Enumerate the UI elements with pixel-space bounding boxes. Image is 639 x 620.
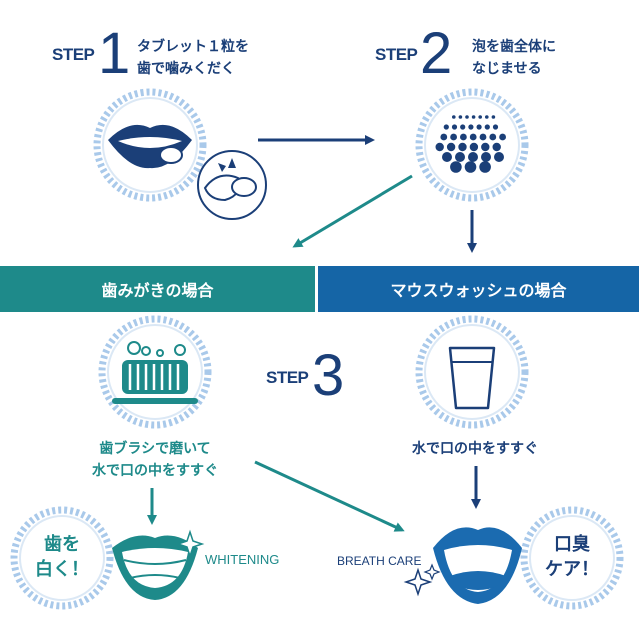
step3-number: 3 [312, 343, 345, 408]
foam-dot [491, 115, 496, 119]
left-badge-line1: 歯を [44, 534, 80, 555]
foam-dot [440, 133, 448, 141]
foam-dot [465, 115, 469, 119]
foam-dot [479, 133, 487, 141]
breath-care-label: BREATH CARE [337, 554, 422, 568]
step2-word: STEP [375, 45, 418, 64]
foam-dot [478, 115, 483, 119]
arrow-to-breathcare [254, 460, 405, 532]
smile-icon [433, 527, 522, 604]
foam-dot [468, 124, 474, 130]
foam-dot [458, 142, 467, 152]
foam-dots-icon [415, 88, 529, 202]
foam-dot [481, 142, 490, 152]
arrow-to-brushing [292, 174, 413, 248]
foam-dot [476, 124, 482, 130]
step1-text-line2: 歯で噛みくだく [137, 61, 235, 77]
sparkle-icon [175, 529, 205, 559]
mouthwash-caption: 水で口の中をすすぐ [412, 441, 538, 457]
right-badge-line2: ケア！ [545, 559, 599, 580]
step1-text-line1: タブレット１粒を [137, 39, 249, 55]
band-mouthwash: マウスウォッシュの場合 [318, 266, 639, 312]
step1-word: STEP [52, 45, 95, 64]
foam-dot [452, 115, 456, 119]
foam-dot [458, 115, 463, 119]
foam-dot [492, 142, 501, 152]
step2-number: 2 [420, 21, 453, 86]
step1-number: 1 [98, 21, 131, 86]
foam-dot [468, 152, 478, 162]
foam-dot [484, 124, 490, 130]
foam-dot [494, 152, 504, 162]
sparkle-icon [403, 563, 441, 597]
band-brushing: 歯みがきの場合 [0, 266, 315, 312]
step2-text-line1: 泡を歯全体に [472, 39, 556, 55]
tablets-icon [197, 150, 267, 220]
smile-icon [112, 535, 198, 600]
foam-dot [446, 142, 456, 152]
foam-dot [485, 115, 489, 119]
brushing-caption-line1: 歯ブラシで磨いて [99, 441, 211, 457]
toothbrush-icon [98, 315, 212, 429]
foam-dot [471, 115, 476, 119]
foam-dot [442, 152, 452, 162]
foam-dot [489, 133, 497, 141]
foam-dot [460, 124, 466, 130]
foam-dot [450, 133, 457, 141]
foam-dot [464, 161, 477, 173]
foam-dot [455, 152, 465, 162]
foam-dot [499, 133, 506, 141]
right-badge-line1: 口臭 [554, 534, 590, 555]
foam-dot [460, 133, 467, 141]
glass-icon [415, 315, 529, 429]
foam-dot [479, 161, 491, 173]
foam-dot [469, 133, 477, 141]
foam-dot [443, 124, 449, 130]
foam-dot [451, 124, 458, 130]
foam-dot [450, 161, 462, 173]
lips-tablet-icon [93, 88, 207, 202]
step3-word: STEP [266, 368, 309, 387]
step2-text-line2: なじませる [472, 61, 542, 77]
foam-dot [469, 142, 479, 152]
foam-dot [481, 152, 491, 162]
foam-dot [492, 124, 499, 130]
whitening-label: WHITENING [205, 552, 280, 567]
brushing-caption-line2: 水で口の中をすすぐ [92, 463, 218, 479]
foam-dot [435, 142, 444, 152]
left-badge-line2: 白く！ [35, 559, 89, 580]
